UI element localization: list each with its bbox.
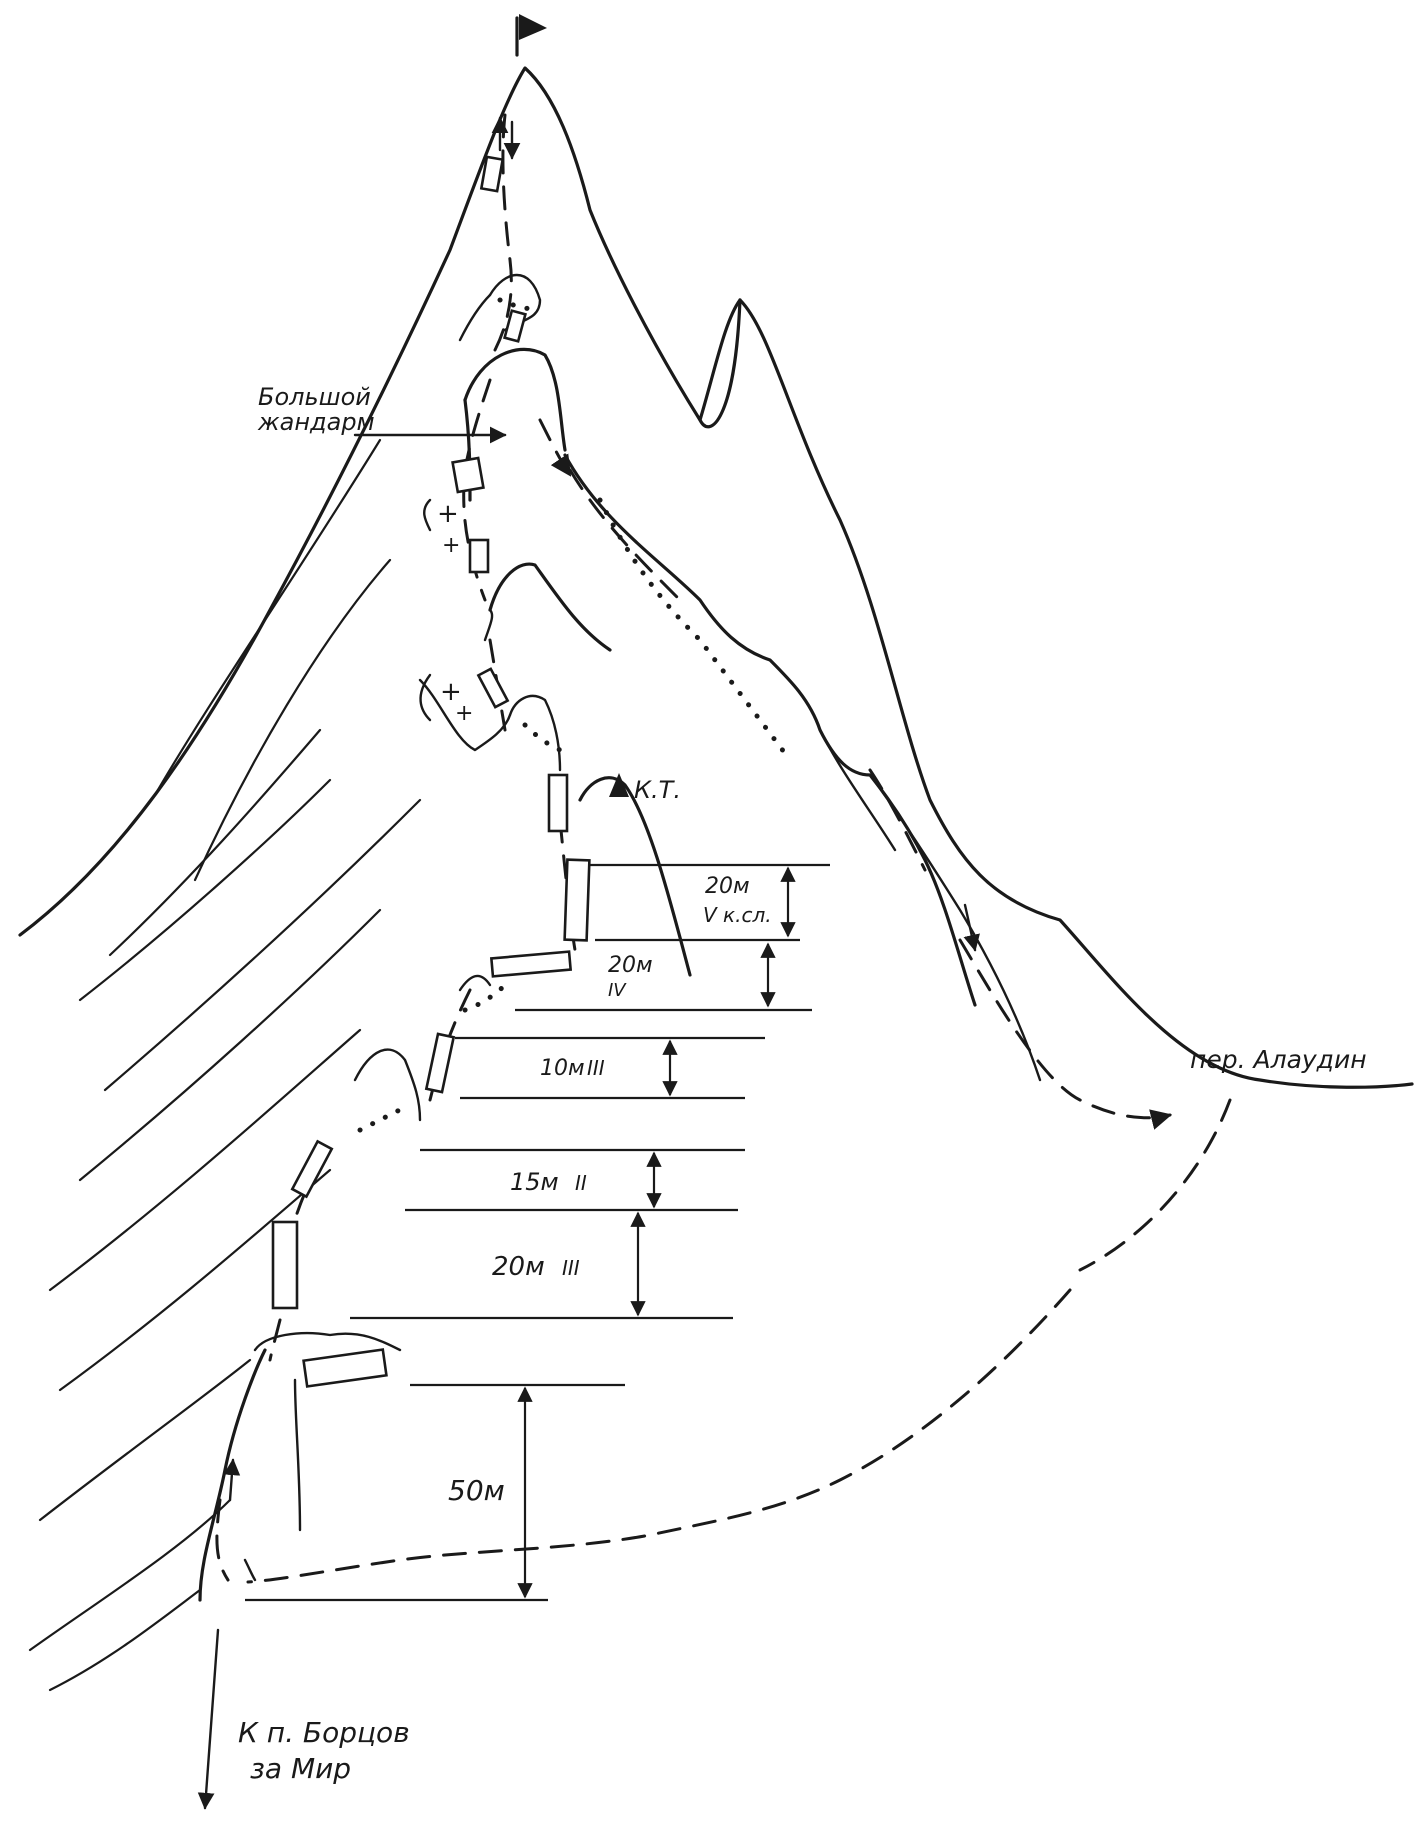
ascent-route xyxy=(215,113,577,1582)
pitch-6-length: 50м xyxy=(448,1474,505,1507)
descent-route xyxy=(246,468,1232,1584)
control-point-label: К.Т. xyxy=(634,776,681,804)
summit-flag-icon xyxy=(515,14,547,57)
descent-arrow xyxy=(197,1628,220,1810)
descent-label-line1: К п. Борцов xyxy=(238,1716,410,1749)
pitch-5-length: 20м xyxy=(492,1252,545,1282)
pitch-2-grade: IV xyxy=(608,980,627,1001)
svg-text:+: + xyxy=(437,499,459,529)
cross-markers: + + + + xyxy=(419,498,473,726)
svg-text:+: + xyxy=(455,701,473,726)
pitch-1-grade: V к.сл. xyxy=(703,903,772,927)
pitch-3-grade: III xyxy=(587,1056,605,1080)
pitch-1-length: 20м xyxy=(705,874,750,899)
gendarme-label-line1: Большой xyxy=(258,383,371,411)
ridge-towers xyxy=(198,273,1042,1602)
pitch-3-length: 10м xyxy=(540,1056,585,1081)
route-arrows xyxy=(223,116,980,1502)
pitch-5-grade: III xyxy=(562,1256,580,1280)
belay-stations xyxy=(271,155,591,1388)
descent-label-line2: за Мир xyxy=(250,1752,351,1785)
svg-text:+: + xyxy=(442,533,460,558)
pitch-2-length: 20м xyxy=(608,953,653,978)
control-point-icon xyxy=(609,773,629,797)
pass-label: пер. Алаудин xyxy=(1190,1045,1367,1074)
gendarme-label-line2: жандарм xyxy=(257,408,375,436)
ridge-line xyxy=(698,298,742,429)
pitch-4-length: 15м xyxy=(510,1168,559,1196)
slope-hatching xyxy=(28,438,422,1692)
svg-text:+: + xyxy=(440,677,462,707)
pitch-4-grade: II xyxy=(575,1171,587,1195)
pitch-dimensions xyxy=(245,863,830,1602)
mountain-outline xyxy=(18,66,1414,1089)
dotted-traverse xyxy=(357,297,793,1133)
